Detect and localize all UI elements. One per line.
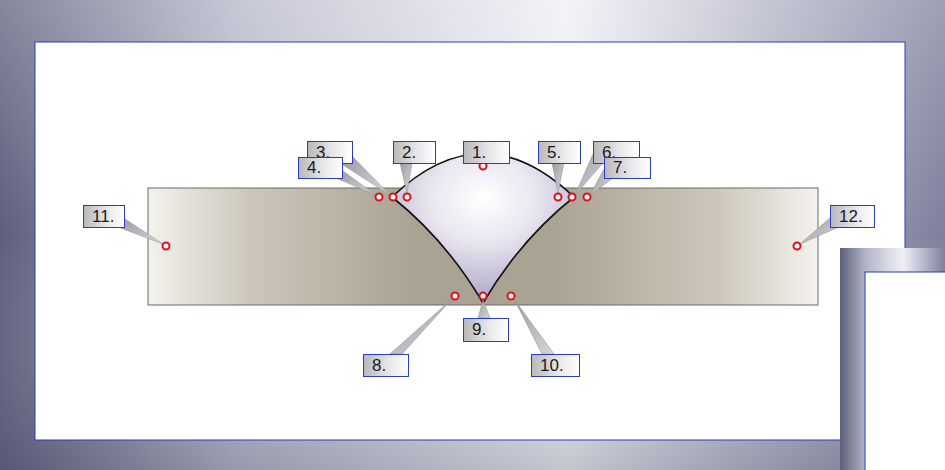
callout-number: 4. (298, 157, 343, 179)
callout-number: 9. (463, 318, 509, 342)
callout-number: 7. (604, 157, 651, 179)
callout-number: 11. (83, 205, 125, 228)
leaders (118, 154, 839, 354)
callout-number: 2. (393, 141, 436, 164)
panel (35, 42, 905, 440)
second-panel (865, 272, 945, 470)
callout-number: 8. (363, 354, 409, 377)
weld-bead (392, 154, 574, 304)
callout-number: 5. (538, 141, 581, 164)
callout-number: 12. (830, 205, 875, 228)
callout-number: 1. (463, 141, 510, 164)
callout-number: 10. (531, 354, 580, 377)
points (163, 163, 801, 300)
